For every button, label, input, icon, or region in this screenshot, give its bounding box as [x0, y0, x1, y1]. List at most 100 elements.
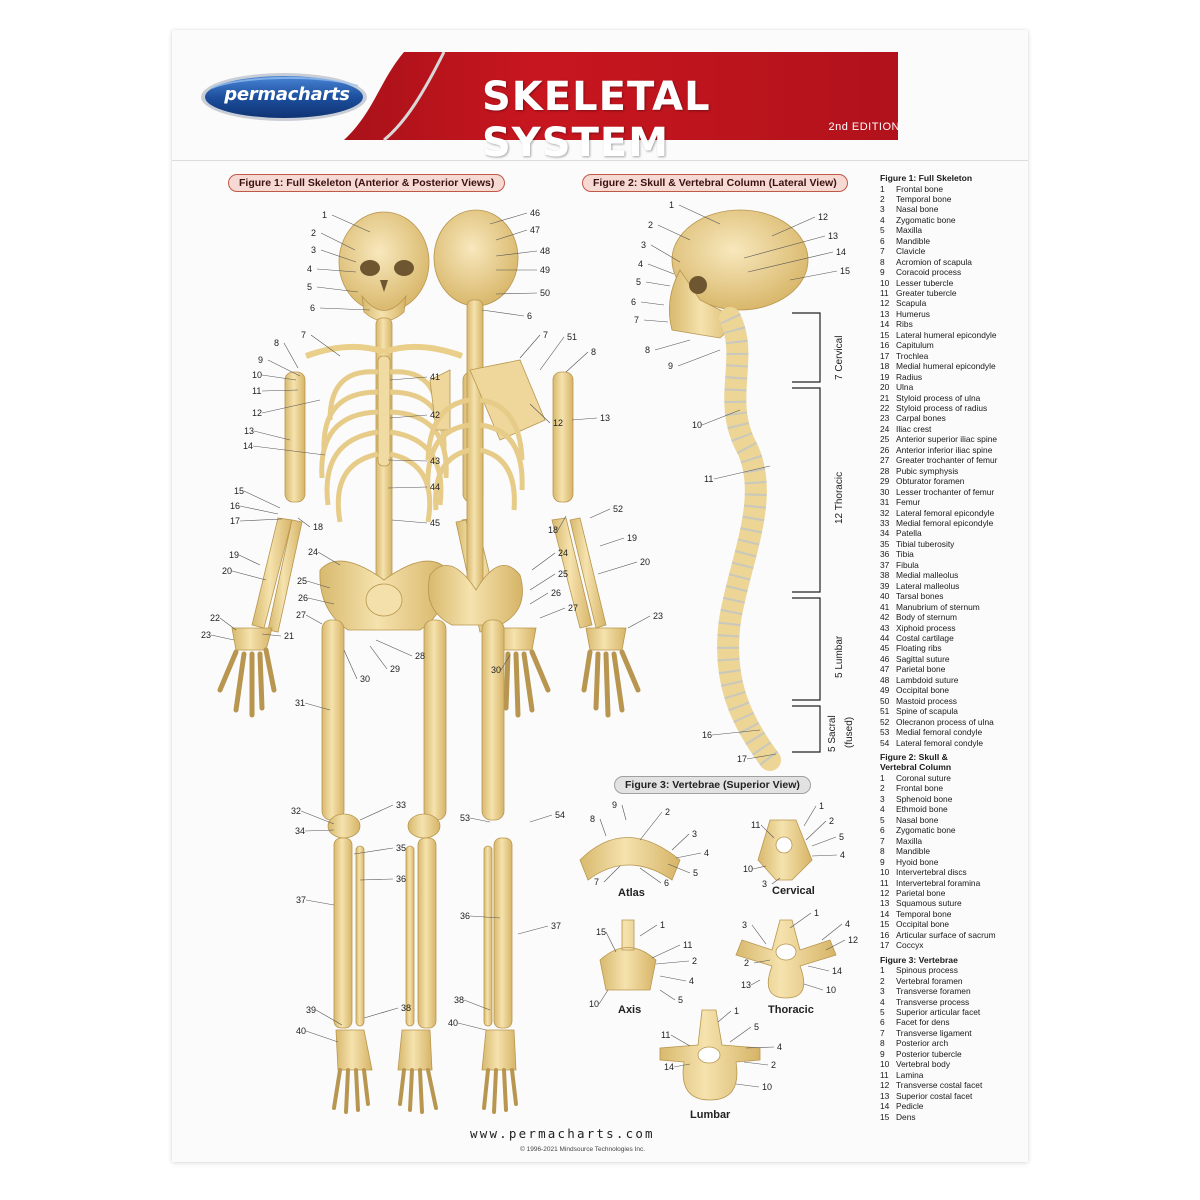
website-url[interactable]: www.permacharts.com — [470, 1126, 655, 1141]
figure-1-title: Figure 1: Full Skeleton (Anterior & Post… — [228, 174, 506, 192]
callout-leader-line — [743, 235, 826, 259]
legend-item-number: 44 — [880, 632, 890, 643]
callout-number: 10 — [762, 1082, 772, 1092]
callout-leader-line — [821, 923, 843, 941]
legend-item-number: 15 — [880, 329, 890, 340]
legend-item-label: Mandible — [896, 846, 930, 857]
legend-item-number: 14 — [880, 1101, 890, 1112]
anterior-femur-right — [321, 619, 345, 821]
callout-number: 46 — [530, 208, 540, 218]
axis-vertebra — [599, 919, 657, 991]
callout-number: 4 — [689, 976, 694, 986]
legend-item-number: 16 — [880, 929, 890, 940]
callout-number: 2 — [829, 816, 834, 826]
callout-leader-line — [231, 570, 267, 581]
spine-region-labels: 7 Cervical 12 Thoracic 5 Lumbar 5 Sacral… — [827, 336, 855, 752]
callout-leader-line — [267, 359, 301, 377]
callout-leader-line — [489, 212, 528, 225]
callout-number: 13 — [600, 413, 610, 423]
legend-item-number: 8 — [880, 1038, 885, 1049]
callout-number: 2 — [311, 228, 316, 238]
callout-number: 8 — [645, 345, 650, 355]
callout-leader-line — [605, 931, 617, 953]
legend-item-number: 1 — [880, 965, 885, 976]
legend-item-label: Sphenoid bone — [896, 793, 953, 804]
callout-number: 4 — [845, 919, 850, 929]
callout-number: 4 — [840, 850, 845, 860]
legend-item-number: 15 — [880, 1111, 890, 1122]
callout-number: 13 — [828, 231, 838, 241]
copyright-notice: © 1996-2021 Mindsource Technologies Inc. — [520, 1146, 645, 1153]
callout-leader-line — [654, 339, 691, 351]
callout-number: 23 — [653, 611, 663, 621]
callout-leader-line — [670, 1034, 691, 1047]
legend-item-number: 16 — [880, 340, 890, 351]
legend-item-label: Nasal bone — [896, 204, 939, 215]
callout-leader-line — [603, 865, 621, 883]
legend-item-label: Scapula — [896, 298, 927, 309]
callout-number: 47 — [530, 225, 540, 235]
legend-item-number: 7 — [880, 1027, 885, 1038]
legend-item-label: Radius — [896, 371, 923, 382]
legend-item-label: Tibia — [896, 549, 914, 560]
callout-number: 15 — [840, 266, 850, 276]
callout-leader-line — [750, 979, 761, 986]
legend-item-number: 26 — [880, 444, 890, 455]
callout-number: 44 — [430, 482, 440, 492]
callout-leader-line — [803, 805, 817, 827]
callout-leader-line — [317, 551, 341, 566]
legend-item-label: Posterior arch — [896, 1038, 949, 1049]
legend-item-label: Frontal bone — [896, 783, 944, 794]
logo-text: permacharts — [224, 84, 350, 105]
callout-leader-line — [310, 334, 341, 357]
legend-item-number: 6 — [880, 1017, 885, 1028]
callout-leader-line — [239, 505, 279, 515]
legend-item-label: Posterior tubercle — [896, 1048, 962, 1059]
legend-item-number: 47 — [880, 664, 890, 675]
legend-item-number: 53 — [880, 727, 890, 738]
callout-leader-line — [747, 251, 834, 273]
callout-leader-line — [253, 430, 291, 441]
callout-leader-line — [243, 490, 281, 509]
callout-number: 41 — [430, 372, 440, 382]
legend-item-number: 39 — [880, 580, 890, 591]
callout-number: 6 — [310, 303, 315, 313]
callout-leader-line — [519, 334, 541, 359]
legend-item-number: 4 — [880, 214, 885, 225]
region-thoracic-label: 12 Thoracic — [834, 472, 845, 524]
posterior-scapula — [469, 359, 546, 441]
thoracic-label: Thoracic — [768, 1004, 814, 1016]
legend-item-label: Medial femoral condyle — [896, 727, 983, 738]
atlas-label: Atlas — [618, 887, 645, 899]
callout-leader-line — [261, 389, 299, 392]
legend-item-label: Medial malleolus — [896, 570, 959, 581]
callout-leader-line — [369, 645, 388, 670]
callout-number: 3 — [311, 245, 316, 255]
legend-item-number: 40 — [880, 591, 890, 602]
legend-item-number: 31 — [880, 497, 890, 508]
legend-item-label: Squamous suture — [896, 898, 962, 909]
callout-number: 13 — [741, 980, 751, 990]
legend-item-label: Superior articular facet — [896, 1006, 981, 1017]
legend-item-label: Medial femoral epicondyle — [896, 518, 994, 528]
callout-number: 11 — [751, 820, 760, 830]
legend-item-label: Anterior superior iliac spine — [896, 434, 998, 445]
callout-leader-line — [239, 518, 283, 522]
callout-number: 38 — [401, 1003, 411, 1013]
legend-item-label: Parietal bone — [896, 664, 946, 675]
legend-item-label: Trochlea — [896, 350, 929, 361]
